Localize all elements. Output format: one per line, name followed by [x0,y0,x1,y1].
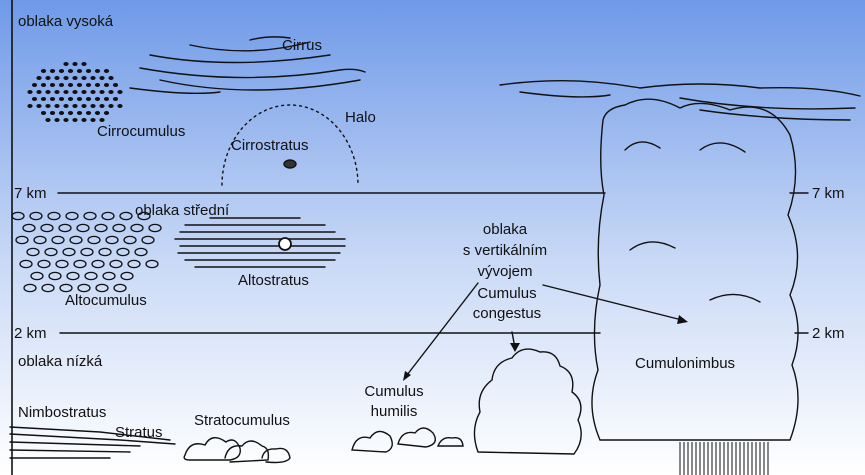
boundary-label-7km-right: 7 km [812,186,845,201]
level-label-vertical-line2: s vertikálním [463,243,547,258]
level-label-middle: oblaka střední [135,203,229,218]
cloud-label-humilis-line2: humilis [371,404,418,419]
level-label-vertical-line3: vývojem [477,264,532,279]
cloud-label-altocumulus: Altocumulus [65,293,147,308]
level-label-low: oblaka nízká [18,354,102,369]
altostratus-sun [279,238,291,250]
cloud-label-congestus-line2: congestus [473,306,541,321]
cloud-label-stratocumulus: Stratocumulus [194,413,290,428]
boundary-label-2km-left: 2 km [14,326,47,341]
cloud-label-stratus: Stratus [115,425,163,440]
level-label-vertical-line1: oblaka [483,222,527,237]
cloud-label-cirrus: Cirrus [282,38,322,53]
cloud-label-humilis-line1: Cumulus [364,384,423,399]
cloud-label-altostratus: Altostratus [238,273,309,288]
cloud-label-nimbostratus: Nimbostratus [18,405,106,420]
cloud-label-cirrocumulus: Cirrocumulus [97,124,185,139]
cirrostratus-sun [284,160,296,168]
cloud-label-cumulonimbus: Cumulonimbus [635,356,735,371]
cloud-label-congestus-line1: Cumulus [477,286,536,301]
cloud-label-cirrostratus: Cirrostratus [231,138,309,153]
cloud-label-halo: Halo [345,110,376,125]
boundary-label-2km-right: 2 km [812,326,845,341]
level-label-high: oblaka vysoká [18,14,113,29]
boundary-label-7km-left: 7 km [14,186,47,201]
